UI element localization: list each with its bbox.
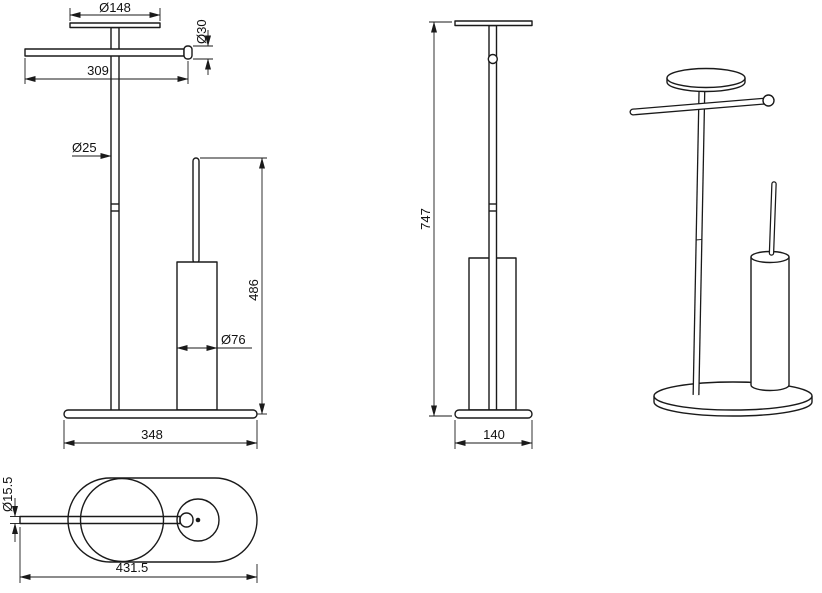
dim-base-depth: 140 <box>454 420 533 449</box>
dim-base-width: 348 <box>63 420 258 449</box>
dim-brush-unit-height: 486 <box>200 157 267 415</box>
persp-paper-rod-fill <box>630 98 769 115</box>
dim-label: Ø76 <box>221 332 246 347</box>
front-base-plate <box>63 409 258 419</box>
top-rod-end-cap <box>179 512 194 528</box>
persp-pole-joint-line <box>695 238 703 241</box>
top-view: Ø15.5 431.5 <box>0 477 258 583</box>
front-pole <box>110 26 120 412</box>
top-base-outline <box>67 477 258 563</box>
dim-label: Ø25 <box>72 140 97 155</box>
persp-rod-end-cap <box>762 94 775 107</box>
top-brush-handle-center-dot <box>195 517 201 523</box>
dim-label: Ø15.5 <box>0 477 15 512</box>
dim-rod-length: 309 <box>24 58 189 84</box>
dim-overall-length: 431.5 <box>19 527 258 583</box>
dim-label: 431.5 <box>116 560 149 575</box>
dim-brush-cup-dia: Ø76 <box>176 332 252 351</box>
front-view: Ø148 Ø30 309 Ø25 486 <box>24 0 267 449</box>
persp-brush-handle-fill <box>770 182 776 255</box>
side-base-plate <box>454 409 533 419</box>
dim-label: Ø148 <box>99 0 131 15</box>
dim-label: 309 <box>87 63 109 78</box>
dim-overall-height: 747 <box>418 21 452 417</box>
side-view: 747 140 <box>418 20 533 449</box>
front-brush-handle <box>192 157 200 264</box>
side-top-plate <box>454 20 533 27</box>
front-rod-end-cap <box>183 45 193 60</box>
dim-label: 747 <box>418 208 433 230</box>
persp-brush-cup <box>750 257 790 392</box>
dim-rod-dia: Ø15.5 <box>0 477 20 542</box>
top-brush-cup-circle <box>176 498 220 542</box>
front-paper-rod <box>24 48 185 57</box>
side-pole <box>488 24 498 411</box>
dim-top-plate-width: Ø148 <box>69 0 161 21</box>
dim-label: 486 <box>246 279 261 301</box>
dim-label: Ø30 <box>194 19 209 44</box>
front-brush-cup <box>176 261 218 411</box>
dim-pole-dia: Ø25 <box>72 140 112 159</box>
top-pole-plate-circle <box>79 477 165 563</box>
perspective-view <box>629 67 813 417</box>
dim-label: 140 <box>483 427 505 442</box>
dim-label: 348 <box>141 427 163 442</box>
front-top-plate <box>69 22 161 29</box>
side-thumb-screw <box>487 53 498 65</box>
dim-rod-end-dia: Ø30 <box>193 19 213 75</box>
persp-top-plate <box>666 67 746 89</box>
